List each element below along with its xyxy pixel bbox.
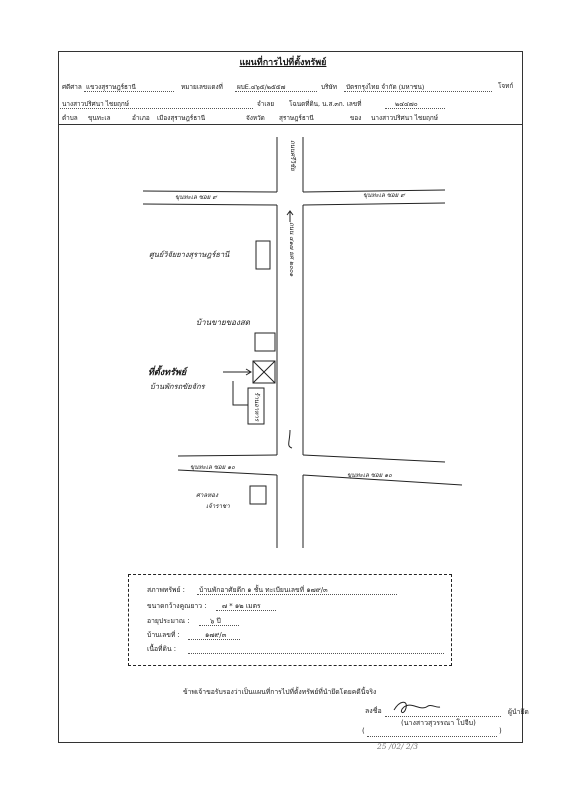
landmark-house-1: บ้านขายของสด bbox=[196, 318, 250, 327]
document-title: แผนที่การไปที่ตั้งทรัพย์ bbox=[239, 58, 327, 68]
landmark-shop: ร้านอาหาร bbox=[253, 392, 260, 422]
land-area-label: เนื้อที่ดิน : bbox=[147, 645, 177, 653]
sign-role: ผู้นำยึด bbox=[508, 708, 529, 716]
district-value: เมืองสุราษฎร์ธานี bbox=[157, 114, 206, 122]
age-value: ๖ ปี bbox=[210, 617, 221, 625]
landmark-research-center: ศูนย์วิจัยยางสุราษฎร์ธานี bbox=[149, 250, 230, 259]
soi-top-left: ขุนทะเล ซอย ๙ bbox=[175, 194, 217, 201]
signer-name: (นางสาวสุวรรณา โปจีบ) bbox=[401, 719, 476, 727]
soi-bottom-left: ขุนทะเล ซอย ๑๐ bbox=[190, 464, 235, 471]
property-info-box bbox=[128, 574, 452, 666]
property-type-label: สภาพทรัพย์ : bbox=[147, 586, 185, 594]
road-main-label: ถนน ๔๑๗ ยศ ๒๐๐๑ bbox=[288, 222, 295, 277]
soi-top-right: ขุนทะเล ซอย ๙ bbox=[363, 192, 405, 199]
court-label: ศดีศาล bbox=[62, 83, 82, 91]
age-label: อายุประมาณ : bbox=[147, 617, 190, 625]
landmark-house-2: บ้านพักรถขัยจักร bbox=[150, 382, 205, 391]
owner-value: นางสาวปริศนา ไชยฤกษ์ bbox=[371, 114, 438, 122]
sign-label: ลงชื่อ bbox=[365, 707, 382, 715]
landmark-shrine: ศาลหอง bbox=[196, 492, 219, 499]
road-top-label: ถนนศรีวิชัย bbox=[289, 140, 296, 171]
subdistrict-label: ตำบล bbox=[62, 114, 78, 122]
date-stamp: 25 /02/ 2/3 bbox=[377, 742, 418, 751]
district-label: อำเภอ bbox=[132, 114, 150, 122]
size-value: ๗ * ๑๒ เมตร bbox=[222, 602, 261, 610]
province-label: จังหวัด bbox=[246, 114, 265, 122]
owner-label: ของ bbox=[350, 114, 362, 122]
deed-label: โฉนดที่ดิน, น.ส.๓ก. เลขที่ bbox=[289, 100, 362, 108]
soi-bottom-right: ขุนทะเล ซอย ๑๐ bbox=[347, 472, 392, 479]
certification-text: ข้าพเจ้าขอรับรองว่าเป็นแผนที่การไปที่ตั้… bbox=[183, 688, 377, 696]
court-value: แขวงสุราษฎร์ธานี bbox=[86, 83, 136, 91]
subdistrict-value: ขุนทะเล bbox=[88, 114, 111, 122]
property-location-label: ที่ตั้งทรัพย์ bbox=[148, 368, 187, 378]
sign-paren-close: ) bbox=[499, 727, 502, 735]
house-number-label: บ้านเลขที่ : bbox=[147, 631, 180, 639]
size-label: ขนาดกว้างคูณยาว : bbox=[147, 602, 207, 610]
landmark-shrine-2: เจ้าราชา bbox=[206, 503, 230, 510]
signature-mark bbox=[393, 701, 441, 714]
plaintiff-role: โจทก์ bbox=[498, 82, 514, 90]
case-label: หมายเลขแดงที่ bbox=[181, 83, 223, 91]
house-number-value: ๑๗๙/๓ bbox=[205, 631, 227, 639]
plaintiff-value: บัตรกรุงไทย จำกัด (มหาชน) bbox=[346, 83, 425, 91]
defendant-value: นางสาวปริศนา ไชยฤกษ์ bbox=[62, 100, 129, 108]
defendant-role: จำเลย bbox=[257, 100, 275, 108]
case-value: ผบE.๔๖๕/๒๕๕๗ bbox=[237, 83, 286, 91]
province-value: สุราษฎร์ธานี bbox=[279, 114, 314, 122]
page-border bbox=[58, 51, 523, 743]
deed-value: ๒๔๔๗๐ bbox=[395, 100, 418, 108]
plaintiff-label: บริษัท bbox=[321, 83, 337, 91]
property-type-value: บ้านพักอาศัยตึก ๑ ชั้น ทะเบียนเลขที่ ๑๗๙… bbox=[199, 586, 328, 594]
sign-paren-open: ( bbox=[362, 727, 365, 735]
